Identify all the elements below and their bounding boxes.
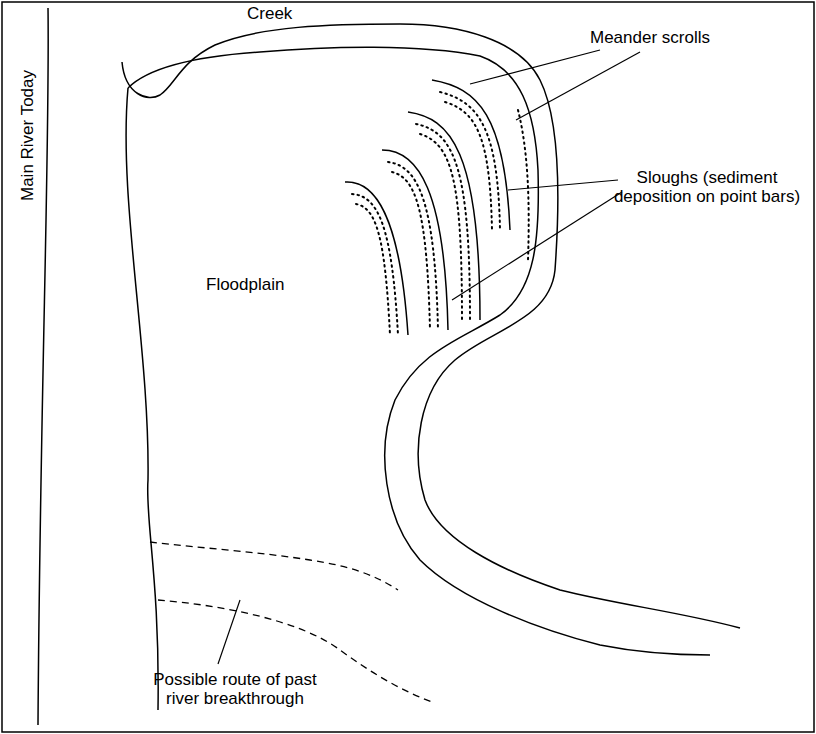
scroll-arc — [345, 182, 408, 335]
sloughs-label: Sloughs (sediment deposition on point ba… — [612, 168, 802, 206]
breakthrough-label: Possible route of past river breakthroug… — [150, 670, 320, 708]
river-right-bank — [126, 88, 158, 710]
slough-dots — [352, 92, 529, 335]
river-label: Main River Today — [19, 69, 38, 200]
creek-label: Creek — [247, 4, 292, 23]
leader-lines — [218, 50, 640, 664]
meander-scrolls-label: Meander scrolls — [590, 28, 710, 47]
creek-outer-bank — [122, 24, 740, 628]
creek-inner-bank — [128, 47, 710, 655]
floodplain-label: Floodplain — [206, 275, 284, 294]
river-left-bank — [38, 8, 48, 725]
scroll-arc — [382, 150, 448, 330]
